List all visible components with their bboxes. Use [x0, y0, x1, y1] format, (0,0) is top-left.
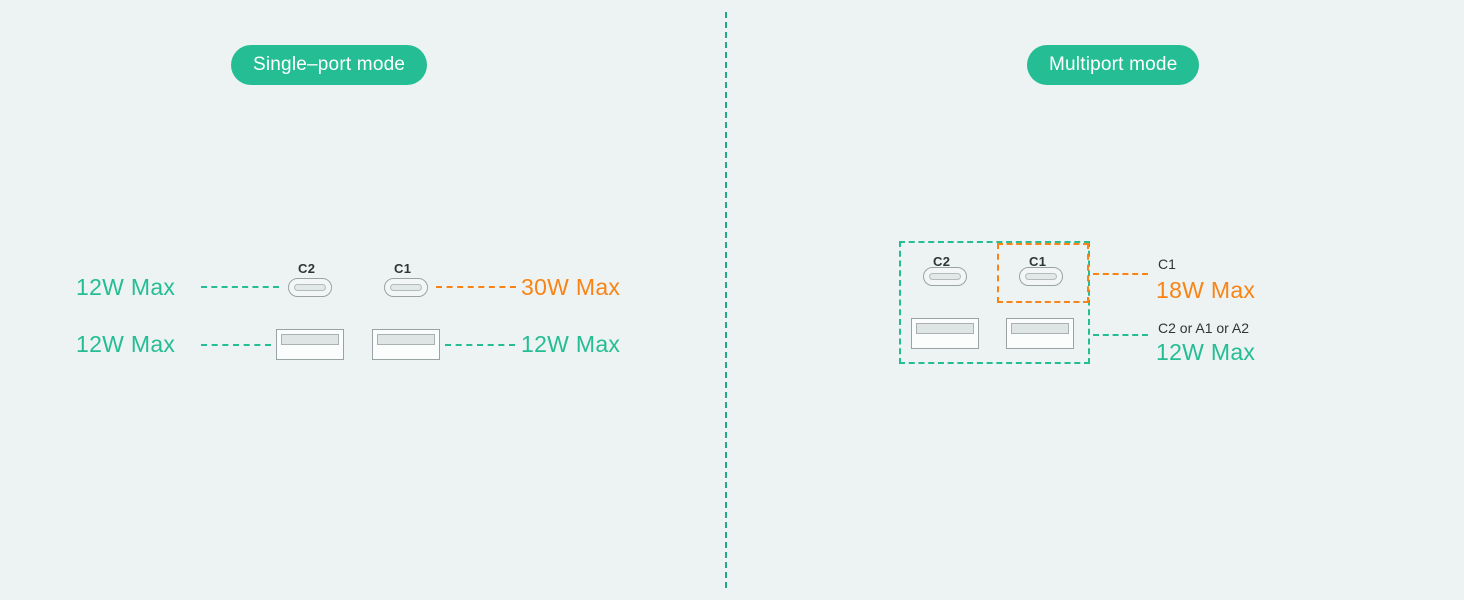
leader-line-left-c1: [436, 286, 516, 288]
group-box-c1: [997, 243, 1089, 303]
single-port-mode-title: Single–port mode: [231, 45, 428, 85]
annotation-power-others: 12W Max: [1156, 339, 1256, 365]
leader-line-right-c1: [1093, 273, 1148, 275]
power-label-left-a2: 12W Max: [521, 331, 621, 357]
center-divider: [725, 12, 727, 588]
usb-c-port-right-c2: [923, 267, 967, 286]
leader-line-left-a1: [201, 344, 271, 346]
usb-c-port-left-c2: [288, 278, 332, 297]
power-label-left-c1: 30W Max: [521, 274, 621, 300]
power-label-left-a1: 12W Max: [76, 331, 176, 357]
leader-line-left-a2: [445, 344, 515, 346]
port-caption-left-c1: C1: [394, 261, 412, 276]
usb-a-port-left-a1: [276, 329, 344, 360]
leader-line-left-c2: [201, 286, 279, 288]
port-caption-right-c1: C1: [1029, 254, 1047, 269]
usb-a-port-right-a1: [911, 318, 979, 349]
leader-line-right-others: [1093, 334, 1148, 336]
annotation-power-c1: 18W Max: [1156, 277, 1256, 303]
usb-c-port-right-c1: [1019, 267, 1063, 286]
port-caption-right-c2: C2: [933, 254, 951, 269]
group-box-all-ports: [899, 241, 1090, 364]
power-label-left-c2: 12W Max: [76, 274, 176, 300]
usb-a-port-right-a2: [1006, 318, 1074, 349]
port-caption-left-c2: C2: [298, 261, 316, 276]
annotation-port-name-others: C2 or A1 or A2: [1158, 320, 1250, 336]
annotation-port-name-c1: C1: [1158, 256, 1176, 272]
usb-c-port-left-c1: [384, 278, 428, 297]
multiport-mode-title: Multiport mode: [1027, 45, 1200, 85]
usb-a-port-left-a2: [372, 329, 440, 360]
